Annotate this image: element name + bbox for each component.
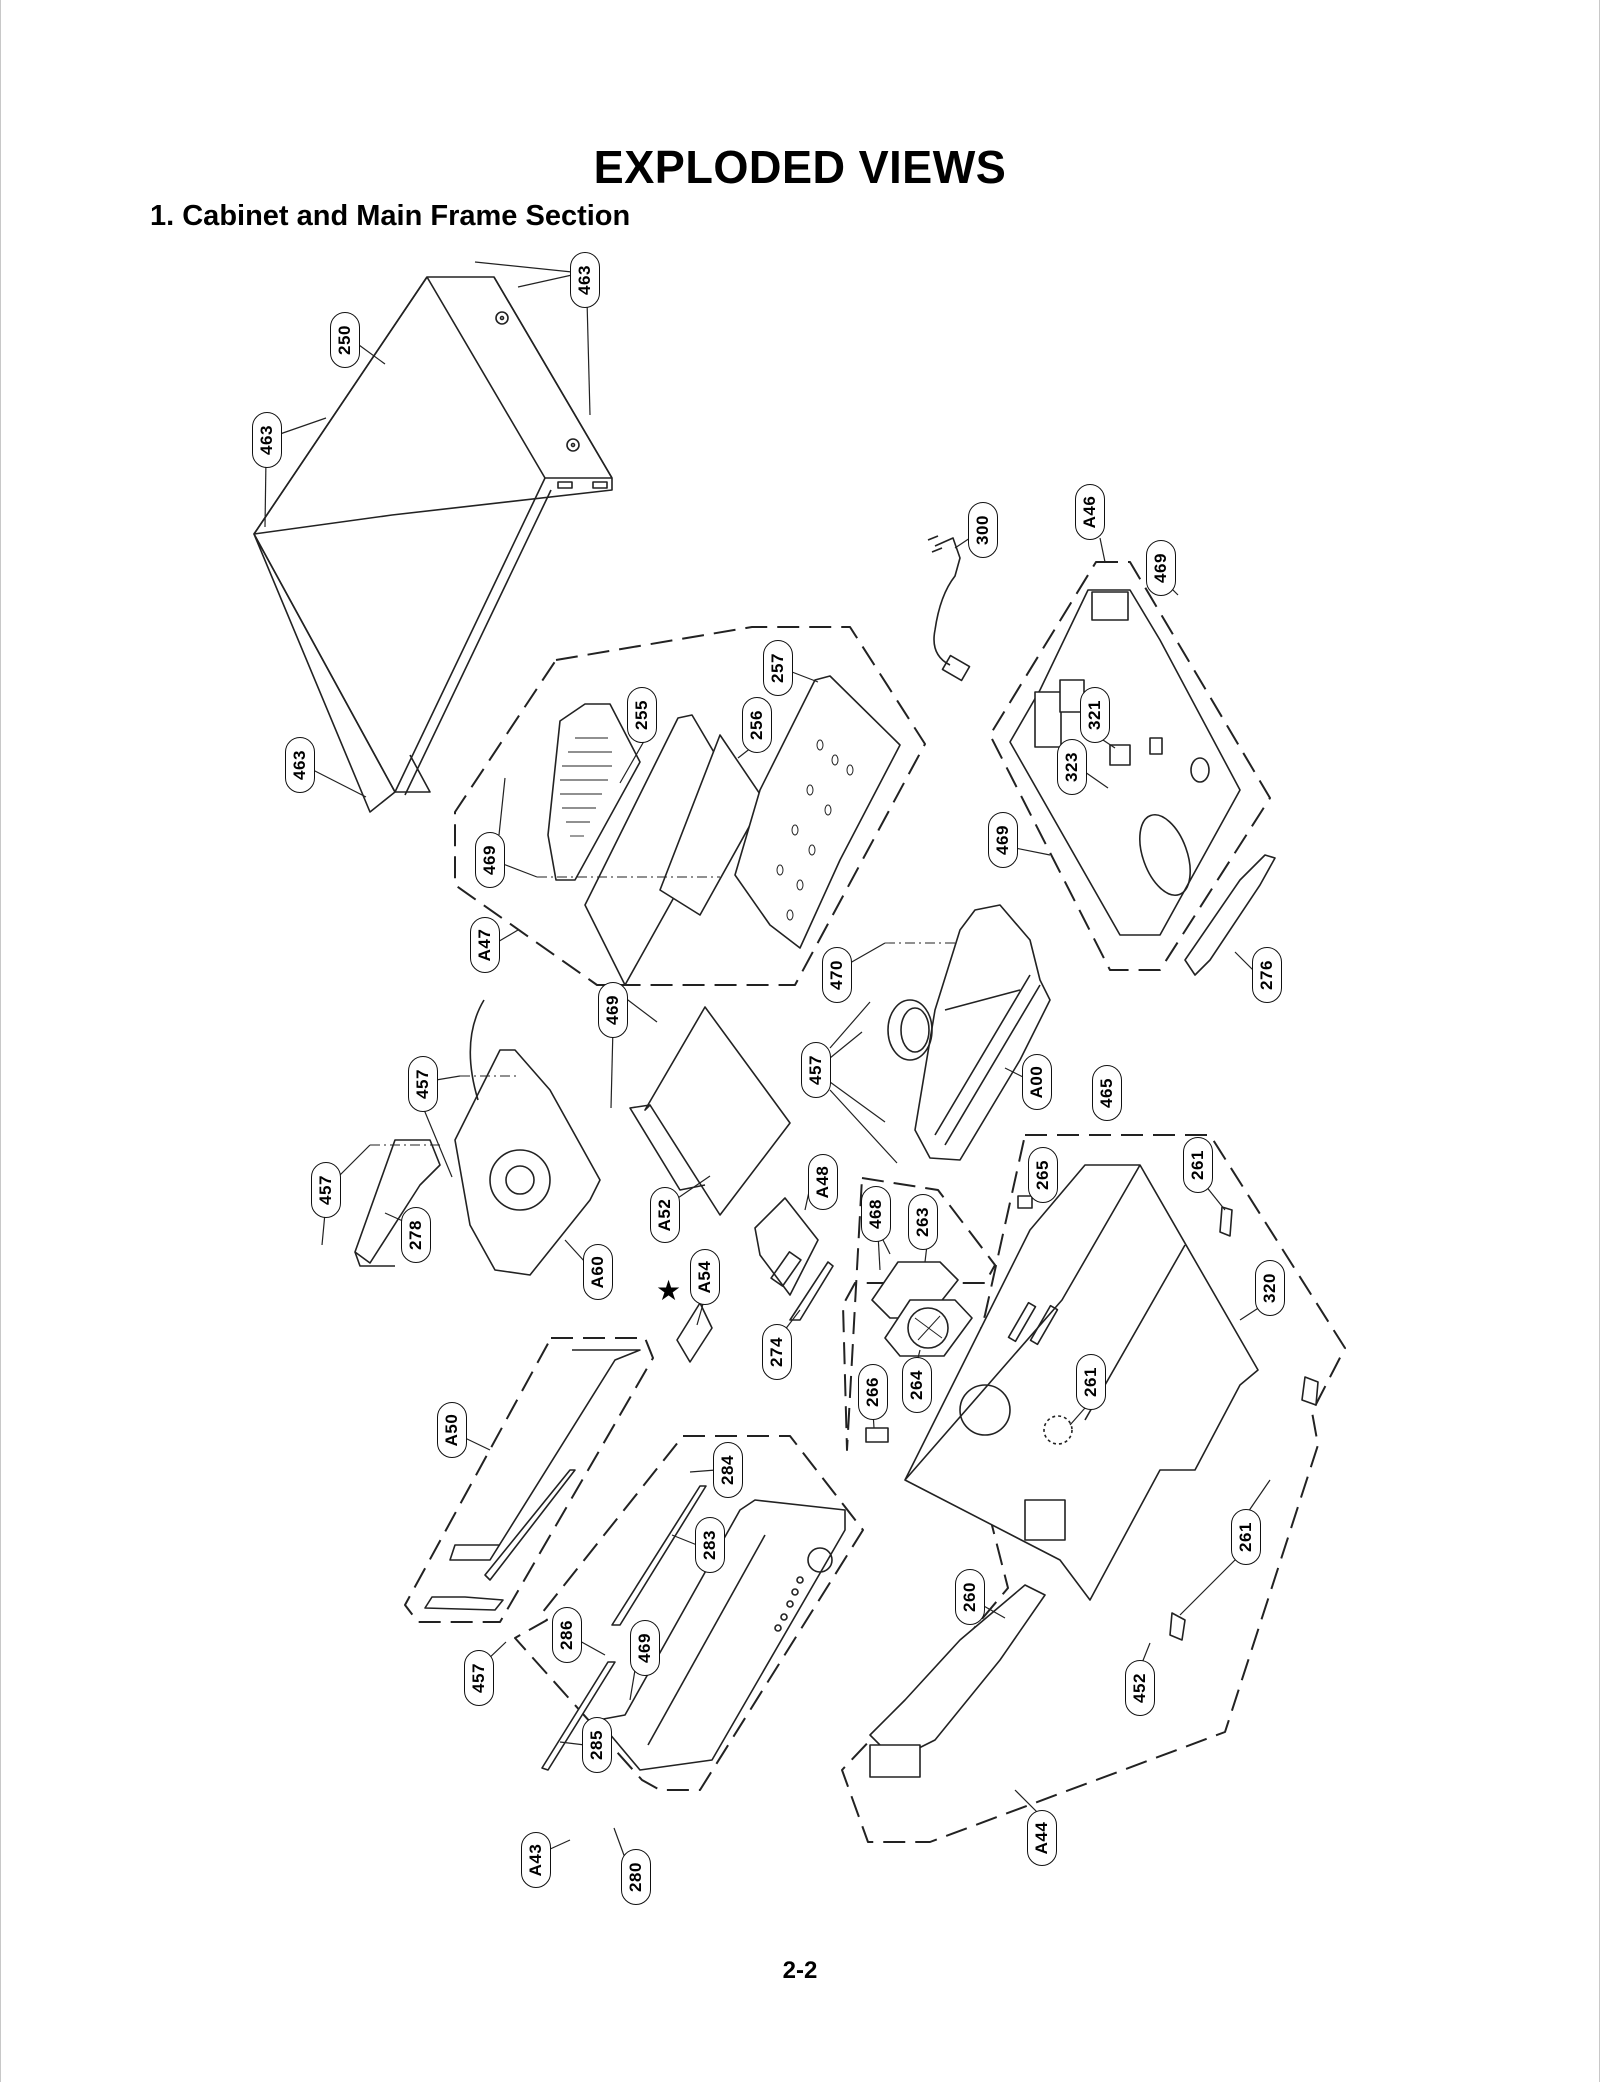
part-label-A52: A52 — [650, 1187, 680, 1243]
part-label-280: 280 — [621, 1849, 651, 1905]
page-title: EXPLODED VIEWS — [593, 141, 1007, 193]
part-label-457: 457 — [801, 1042, 831, 1098]
part-label-463: 463 — [252, 412, 282, 468]
board-a46 — [1009, 589, 1241, 936]
part-label-278: 278 — [401, 1207, 431, 1263]
part-label-A43: A43 — [521, 1832, 551, 1888]
section-title: 1. Cabinet and Main Frame Section — [150, 200, 631, 232]
cabinet-cover-250 — [253, 276, 613, 813]
mechanism-a00 — [887, 904, 1051, 1161]
part-label-286: 286 — [552, 1607, 582, 1663]
part-label-A50: A50 — [437, 1402, 467, 1458]
part-label-469: 469 — [598, 982, 628, 1038]
page-number: 2-2 — [782, 1957, 818, 1984]
power-cord-300 — [927, 535, 971, 682]
part-label-A44: A44 — [1027, 1810, 1057, 1866]
part-label-266: 266 — [858, 1364, 888, 1420]
part-label-469: 469 — [475, 832, 505, 888]
part-label-256: 256 — [742, 697, 772, 753]
part-label-457: 457 — [464, 1650, 494, 1706]
part-label-261: 261 — [1076, 1354, 1106, 1410]
part-label-260: 260 — [955, 1569, 985, 1625]
dvd-loader-a60 — [454, 999, 601, 1276]
board-a52 — [629, 1006, 791, 1216]
board-257 — [734, 675, 901, 949]
part-label-A00: A00 — [1022, 1054, 1052, 1110]
board-a48 — [754, 1197, 819, 1296]
part-label-A60: A60 — [583, 1244, 613, 1300]
part-label-452: 452 — [1125, 1660, 1155, 1716]
part-label-469: 469 — [1146, 540, 1176, 596]
part-label-457: 457 — [311, 1162, 341, 1218]
part-label-468: 468 — [861, 1186, 891, 1242]
star-marker-icon: ★ — [656, 1275, 682, 1306]
front-bracket-260 — [869, 1584, 1046, 1778]
part-label-323: 323 — [1057, 739, 1087, 795]
part-label-300: 300 — [968, 502, 998, 558]
part-label-285: 285 — [582, 1717, 612, 1773]
part-label-A46: A46 — [1075, 484, 1105, 540]
part-label-320: 320 — [1255, 1260, 1285, 1316]
part-label-255: 255 — [627, 687, 657, 743]
part-label-261: 261 — [1183, 1137, 1213, 1193]
part-label-457: 457 — [408, 1056, 438, 1112]
part-label-284: 284 — [713, 1442, 743, 1498]
part-label-469: 469 — [988, 812, 1018, 868]
part-label-463: 463 — [285, 737, 315, 793]
part-label-265: 265 — [1028, 1147, 1058, 1203]
part-label-276: 276 — [1252, 947, 1282, 1003]
front-panel-280 — [597, 1499, 846, 1771]
part-label-321: 321 — [1080, 687, 1110, 743]
bracket-278 — [354, 1139, 441, 1267]
part-label-470: 470 — [822, 947, 852, 1003]
part-label-274: 274 — [762, 1324, 792, 1380]
part-label-A47: A47 — [470, 917, 500, 973]
part-label-261: 261 — [1231, 1509, 1261, 1565]
panel-a50 — [424, 1349, 641, 1611]
part-label-283: 283 — [695, 1517, 725, 1573]
fan-263-264 — [871, 1261, 973, 1357]
part-label-A54: A54 — [690, 1249, 720, 1305]
part-label-264: 264 — [902, 1357, 932, 1413]
part-label-250: 250 — [330, 312, 360, 368]
shield-255 — [547, 703, 641, 881]
page-left-border — [0, 0, 1, 2082]
part-label-A48: A48 — [808, 1154, 838, 1210]
part-label-463: 463 — [570, 252, 600, 308]
part-label-465: 465 — [1092, 1065, 1122, 1121]
part-label-263: 263 — [908, 1194, 938, 1250]
part-label-469: 469 — [630, 1620, 660, 1676]
part-label-257: 257 — [763, 640, 793, 696]
